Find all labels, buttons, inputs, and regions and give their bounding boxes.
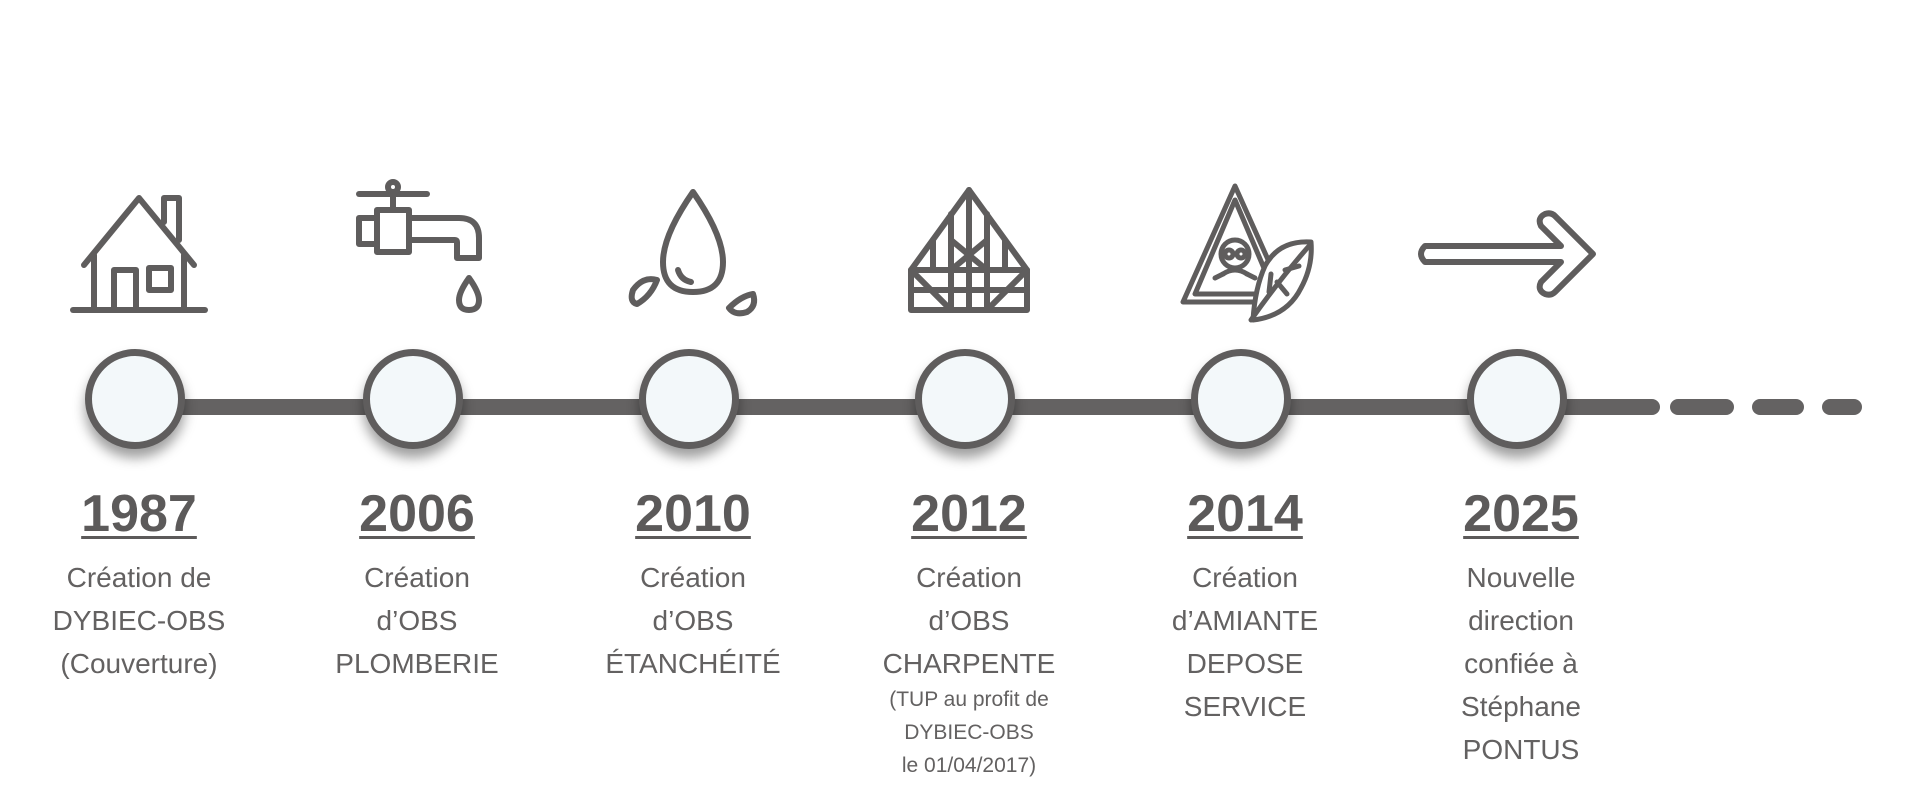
house-icon: [69, 170, 209, 330]
milestone-note: (TUP au profit de DYBIEC-OBS le 01/04/20…: [839, 683, 1099, 782]
timeline-node: [1191, 349, 1291, 449]
note-line: le 01/04/2017): [901, 754, 1037, 777]
description-line: d’OBS: [928, 605, 1010, 636]
roof-truss-icon: [899, 170, 1039, 330]
timeline-node: [1467, 349, 1567, 449]
timeline-dash: [1752, 399, 1804, 415]
milestone-description: Création d’OBS CHARPENTE: [839, 556, 1099, 685]
milestone-description: Création d’AMIANTE DEPOSE SERVICE: [1115, 556, 1375, 728]
description-line: Nouvelle: [1466, 562, 1576, 593]
description-line: Création de: [66, 562, 212, 593]
timeline-node: [639, 349, 739, 449]
milestone-2014: 2014 Création d’AMIANTE DEPOSE SERVICE: [1115, 0, 1375, 800]
milestone-year: 2025: [1463, 485, 1579, 543]
milestone-year: 2012: [911, 485, 1027, 543]
description-line: ÉTANCHÉITÉ: [605, 648, 781, 679]
faucet-icon: [347, 170, 487, 330]
description-line: DEPOSE: [1186, 648, 1304, 679]
asbestos-hazard-leaf-icon: [1175, 170, 1315, 330]
description-line: DYBIEC-OBS: [52, 605, 226, 636]
milestone-description: Création d’OBS PLOMBERIE: [287, 556, 547, 685]
description-line: Création: [916, 562, 1022, 593]
description-line: CHARPENTE: [882, 648, 1056, 679]
description-line: SERVICE: [1183, 691, 1307, 722]
arrow-right-icon: [1411, 170, 1611, 330]
description-line: PLOMBERIE: [335, 648, 499, 679]
description-line: (Couverture): [60, 648, 218, 679]
timeline-node: [85, 349, 185, 449]
milestone-description: Création d’OBS ÉTANCHÉITÉ: [563, 556, 823, 685]
milestone-description: Nouvelle direction confiée à Stéphane PO…: [1391, 556, 1651, 771]
description-line: Création: [640, 562, 746, 593]
milestone-year: 2006: [359, 485, 475, 543]
milestone-2006: 2006 Création d’OBS PLOMBERIE: [287, 0, 547, 800]
milestone-2012: 2012 Création d’OBS CHARPENTE (TUP au pr…: [839, 0, 1099, 800]
milestone-1987: 1987 Création de DYBIEC-OBS (Couverture): [9, 0, 269, 800]
milestone-2025: 2025 Nouvelle direction confiée à Stépha…: [1391, 0, 1651, 800]
timeline-node: [363, 349, 463, 449]
milestone-year: 2010: [635, 485, 751, 543]
description-line: confiée à: [1464, 648, 1578, 679]
note-line: DYBIEC-OBS: [904, 721, 1034, 744]
description-line: Stéphane: [1461, 691, 1581, 722]
timeline-dash: [1670, 399, 1734, 415]
milestone-2010: 2010 Création d’OBS ÉTANCHÉITÉ: [563, 0, 823, 800]
description-line: d’OBS: [652, 605, 734, 636]
description-line: d’AMIANTE: [1171, 605, 1319, 636]
water-drop-icon: [623, 170, 763, 330]
timeline-node: [915, 349, 1015, 449]
description-line: d’OBS: [376, 605, 458, 636]
description-line: direction: [1468, 605, 1574, 636]
description-line: PONTUS: [1462, 734, 1580, 765]
description-line: Création: [1192, 562, 1298, 593]
timeline-dash: [1822, 399, 1862, 415]
milestone-description: Création de DYBIEC-OBS (Couverture): [9, 556, 269, 685]
milestone-year: 1987: [81, 485, 197, 543]
note-line: (TUP au profit de: [889, 688, 1049, 711]
description-line: Création: [364, 562, 470, 593]
milestone-year: 2014: [1187, 485, 1303, 543]
